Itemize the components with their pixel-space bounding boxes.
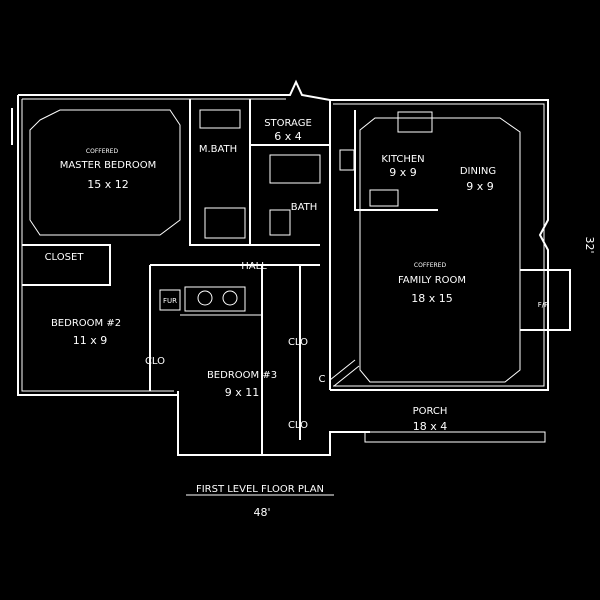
coffered-ceiling-lines (29, 109, 521, 383)
width-dimension: 48' (253, 506, 270, 519)
bedroom2-label: BEDROOM #2 (51, 318, 121, 329)
porch-size: 18 x 4 (413, 420, 448, 433)
master-bedroom-note: COFFERED (86, 148, 119, 155)
dining-size: 9 x 9 (466, 180, 494, 193)
family-room-label: FAMILY ROOM (398, 275, 466, 286)
hall-closet-label: CLO (288, 337, 308, 348)
porch-label: PORCH (413, 406, 448, 417)
depth-dimension: 32' (583, 236, 596, 253)
plan-title: FIRST LEVEL FLOOR PLAN (196, 484, 324, 495)
fixtures (159, 109, 546, 443)
bedroom2-closet-label: CLO (145, 356, 165, 367)
small-closet-label: C (319, 374, 326, 385)
fireplace-label: F/P (538, 301, 549, 309)
bedroom2-size: 11 x 9 (73, 334, 108, 347)
bedroom3-closet-label: CLO (288, 420, 308, 431)
kitchen-label: KITCHEN (381, 154, 424, 165)
hall-label: HALL (241, 261, 267, 272)
kitchen-size: 9 x 9 (389, 166, 417, 179)
family-room-size: 18 x 15 (411, 292, 453, 305)
bedroom3-size: 9 x 11 (225, 386, 260, 399)
bath-label: BATH (291, 202, 318, 213)
furnace-label: FUR (163, 297, 177, 305)
master-bedroom-size: 15 x 12 (87, 178, 129, 191)
master-bedroom-label: MASTER BEDROOM (60, 160, 157, 171)
interior-walls (22, 99, 571, 455)
closet-label: CLOSET (45, 252, 85, 263)
dining-label: DINING (460, 166, 496, 177)
exterior-walls (11, 79, 549, 456)
storage-label: STORAGE (264, 118, 312, 129)
mbath-label: M.BATH (199, 144, 237, 155)
storage-size: 6 x 4 (274, 130, 302, 143)
bedroom3-label: BEDROOM #3 (207, 370, 277, 381)
family-room-note: COFFERED (414, 262, 447, 269)
